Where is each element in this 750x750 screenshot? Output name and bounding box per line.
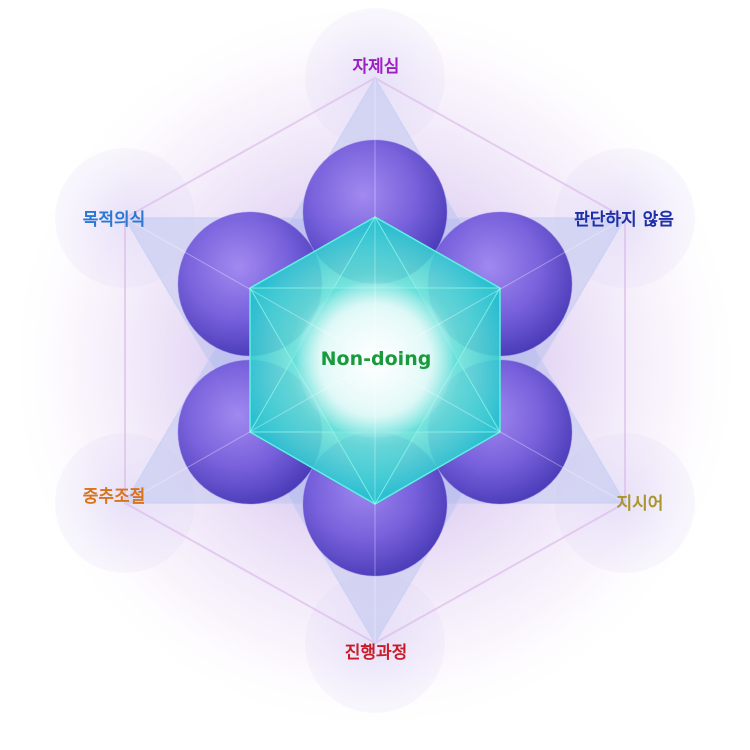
center-glow <box>297 282 453 438</box>
center-label: Non-doing <box>321 348 432 370</box>
label-lower-left: 중추조절 <box>83 486 146 507</box>
label-bottom: 진행과정 <box>345 643 408 663</box>
label-upper-right: 판단하지 않음 <box>574 210 674 230</box>
label-top: 자제심 <box>353 57 400 77</box>
label-lower-right: 지시어 <box>617 494 664 514</box>
label-upper-left: 목적의식 <box>83 210 146 230</box>
